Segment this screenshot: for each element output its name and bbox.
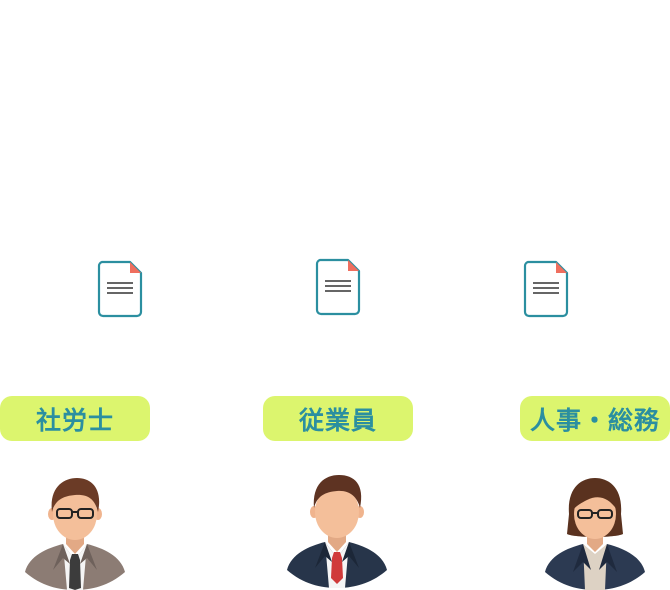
woman-glasses-navy-suit-icon	[543, 474, 647, 590]
man-glasses-gray-suit-icon	[23, 474, 127, 590]
role-label-hr-general-affairs: 人事・総務	[520, 396, 670, 441]
man-navy-suit-red-tie-icon	[285, 472, 389, 588]
document-icon	[523, 260, 569, 318]
document-icon	[97, 260, 143, 318]
role-label-sharoushi: 社労士	[0, 396, 150, 441]
role-label-employee: 従業員	[263, 396, 413, 441]
document-icon	[315, 258, 361, 316]
